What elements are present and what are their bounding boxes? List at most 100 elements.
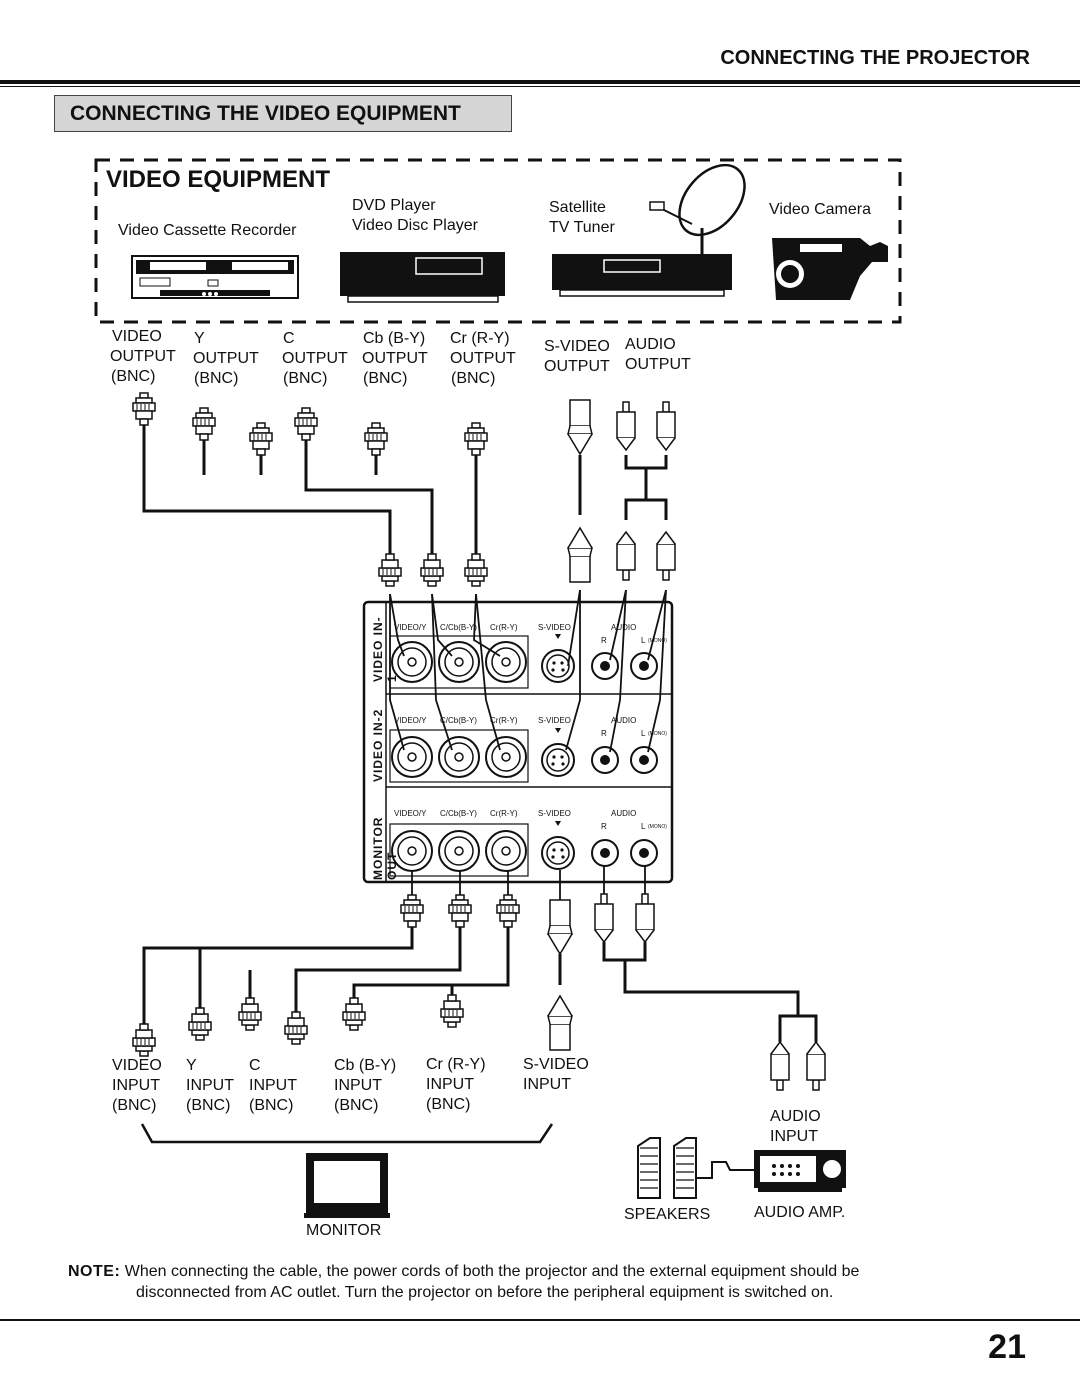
out-y-l3: (BNC) xyxy=(194,370,239,387)
out-cb-l3: (BNC) xyxy=(363,370,408,387)
note-line-1: When connecting the cable, the power cor… xyxy=(124,1263,860,1280)
jack-label-svideo-2: S-VIDEO xyxy=(538,716,571,725)
in-y-l1: Y xyxy=(186,1057,197,1074)
jack-label-mono-3: (MONO) xyxy=(648,824,667,830)
jack-label-l-2: L xyxy=(641,729,646,738)
monitor-label: MONITOR xyxy=(306,1222,382,1239)
satellite-label-1: Satellite xyxy=(549,199,606,216)
lower-cable-connectors-top xyxy=(400,894,520,928)
satellite-dish-icon xyxy=(649,163,746,254)
panel-row-video-in-2: VIDEO IN-2 xyxy=(371,708,385,782)
jack-label-cr-2: Cr(R-Y) xyxy=(490,716,518,725)
jack-label-mono-2: (MONO) xyxy=(648,731,667,737)
out-cr-l1: Cr (R-Y) xyxy=(450,330,510,347)
jack-label-audio-3: AUDIO xyxy=(611,809,637,818)
audio-input-l2: INPUT xyxy=(770,1128,818,1145)
in-c-l1: C xyxy=(249,1057,261,1074)
audio-amp-label: AUDIO AMP. xyxy=(754,1204,846,1221)
monitor-inputs-bracket xyxy=(140,1123,554,1144)
panel-row-monitor-out: MONITOR OUT xyxy=(371,816,399,880)
in-video-l2: INPUT xyxy=(112,1077,160,1094)
satellite-tuner-icon xyxy=(552,254,732,297)
jack-label-mono-1: (MONO) xyxy=(648,638,667,644)
jack-label-cb-3: C/Cb(B-Y) xyxy=(440,809,477,818)
audio-amp-icon xyxy=(754,1150,846,1192)
out-y-l2: OUTPUT xyxy=(193,350,259,367)
lower-cables xyxy=(142,927,818,1042)
jack-label-cr-3: Cr(R-Y) xyxy=(490,809,518,818)
in-y-l3: (BNC) xyxy=(186,1097,231,1114)
jack-label-video-3: VIDEO/Y xyxy=(394,809,427,818)
monitor-bnc-connectors xyxy=(132,994,464,1057)
lower-svideo-top xyxy=(547,899,573,955)
lower-audio-top xyxy=(594,893,655,943)
header-section-title: CONNECTING THE PROJECTOR xyxy=(720,47,1030,69)
in-c-l3: (BNC) xyxy=(249,1097,294,1114)
source-audio-connectors xyxy=(616,401,676,451)
satellite-label-2: TV Tuner xyxy=(549,219,615,236)
out-video-l1: VIDEO xyxy=(112,328,162,345)
in-cr-l3: (BNC) xyxy=(426,1096,471,1113)
video-camera-label: Video Camera xyxy=(769,201,871,218)
footer-rule xyxy=(0,1319,1080,1321)
jack-label-audio-1: AUDIO xyxy=(611,623,637,632)
in-cb-l3: (BNC) xyxy=(334,1097,379,1114)
header-rule-thin xyxy=(0,86,1080,87)
out-svideo-l1: S-VIDEO xyxy=(544,338,610,355)
dvd-label-2: Video Disc Player xyxy=(352,217,478,234)
out-audio-l2: OUTPUT xyxy=(625,356,691,373)
jack-label-r-1: R xyxy=(601,636,607,645)
jack-label-video-1: VIDEO/Y xyxy=(394,623,427,632)
source-svideo-connector xyxy=(567,399,593,455)
video-equipment-title: VIDEO EQUIPMENT xyxy=(106,166,331,193)
monitor-svideo-connector xyxy=(547,995,573,1051)
section-title: CONNECTING THE VIDEO EQUIPMENT xyxy=(70,102,461,125)
panel-in-audio-connectors xyxy=(616,531,676,581)
out-c-l3: (BNC) xyxy=(283,370,328,387)
out-audio-l1: AUDIO xyxy=(625,336,676,353)
jack-label-audio-2: AUDIO xyxy=(611,716,637,725)
audio-input-l1: AUDIO xyxy=(770,1108,821,1125)
vcr-label: Video Cassette Recorder xyxy=(118,222,297,239)
jack-label-l-3: L xyxy=(641,822,646,831)
out-video-l3: (BNC) xyxy=(111,368,156,385)
dvd-player-icon xyxy=(340,252,505,303)
in-video-l3: (BNC) xyxy=(112,1097,157,1114)
in-svideo-l1: S-VIDEO xyxy=(523,1056,589,1073)
jack-label-svideo-3: S-VIDEO xyxy=(538,809,571,818)
out-c-l1: C xyxy=(283,330,295,347)
page-number: 21 xyxy=(988,1328,1026,1366)
speakers-label: SPEAKERS xyxy=(624,1206,711,1223)
in-y-l2: INPUT xyxy=(186,1077,234,1094)
jack-label-l-1: L xyxy=(641,636,646,645)
in-c-l2: INPUT xyxy=(249,1077,297,1094)
out-cr-l2: OUTPUT xyxy=(450,350,516,367)
panel-out-lines xyxy=(411,866,646,900)
out-c-l2: OUTPUT xyxy=(282,350,348,367)
terminal-panel xyxy=(362,600,674,884)
amp-audio-connectors xyxy=(770,1041,826,1091)
jack-label-video-2: VIDEO/Y xyxy=(394,716,427,725)
out-y-l1: Y xyxy=(194,330,205,347)
video-camera-icon xyxy=(772,238,888,300)
out-svideo-l2: OUTPUT xyxy=(544,358,610,375)
speakers-icon xyxy=(637,1137,754,1199)
out-cr-l3: (BNC) xyxy=(451,370,496,387)
header-rule xyxy=(0,80,1080,84)
vcr-icon xyxy=(131,255,299,299)
source-bnc-connectors xyxy=(132,392,488,456)
jack-label-r-3: R xyxy=(601,822,607,831)
jack-label-cr-1: Cr(R-Y) xyxy=(490,623,518,632)
dvd-label-1: DVD Player xyxy=(352,197,436,214)
note-block: NOTE: When connecting the cable, the pow… xyxy=(68,1261,1013,1303)
note-line-2: disconnected from AC outlet. Turn the pr… xyxy=(136,1284,834,1301)
out-cb-l2: OUTPUT xyxy=(362,350,428,367)
out-video-l2: OUTPUT xyxy=(110,348,176,365)
in-cb-l2: INPUT xyxy=(334,1077,382,1094)
in-cr-l2: INPUT xyxy=(426,1076,474,1093)
jack-label-cb-2: C/Cb(B-Y) xyxy=(440,716,477,725)
equipment-box-border xyxy=(94,158,902,324)
section-title-box xyxy=(54,95,512,132)
monitor-icon xyxy=(304,1153,390,1218)
